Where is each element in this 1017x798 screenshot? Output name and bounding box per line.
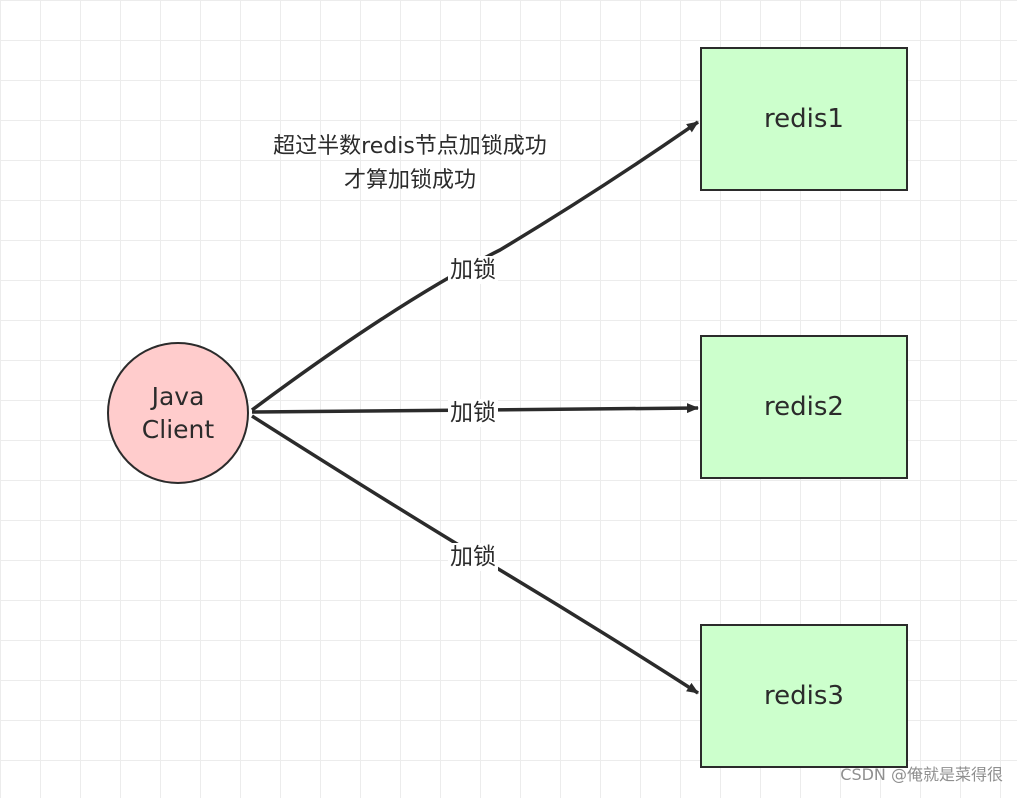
redis1-node[interactable]: redis1 [700, 47, 908, 191]
watermark: CSDN @俺就是菜得很 [840, 765, 1003, 784]
annotation-line1: 超过半数redis节点加锁成功 [273, 134, 547, 159]
edge-label-lock-2: 加锁 [448, 399, 498, 427]
redis1-label: redis1 [764, 104, 844, 134]
java-client-node[interactable]: Java Client [107, 342, 249, 484]
annotation-line2: 才算加锁成功 [343, 168, 476, 193]
edge-label-lock-3: 加锁 [448, 543, 498, 571]
quorum-annotation: 超过半数redis节点加锁成功 才算加锁成功 [230, 130, 590, 198]
edge-label-lock-1: 加锁 [448, 256, 498, 284]
redis3-node[interactable]: redis3 [700, 624, 908, 768]
edge-client-redis3 [251, 414, 699, 695]
java-client-label-line2: Client [141, 415, 215, 444]
redis2-label: redis2 [764, 392, 844, 422]
edge-client-redis1 [250, 120, 699, 412]
java-client-label-line1: Java [151, 382, 205, 411]
redis2-node[interactable]: redis2 [700, 335, 908, 479]
redis3-label: redis3 [764, 681, 844, 711]
